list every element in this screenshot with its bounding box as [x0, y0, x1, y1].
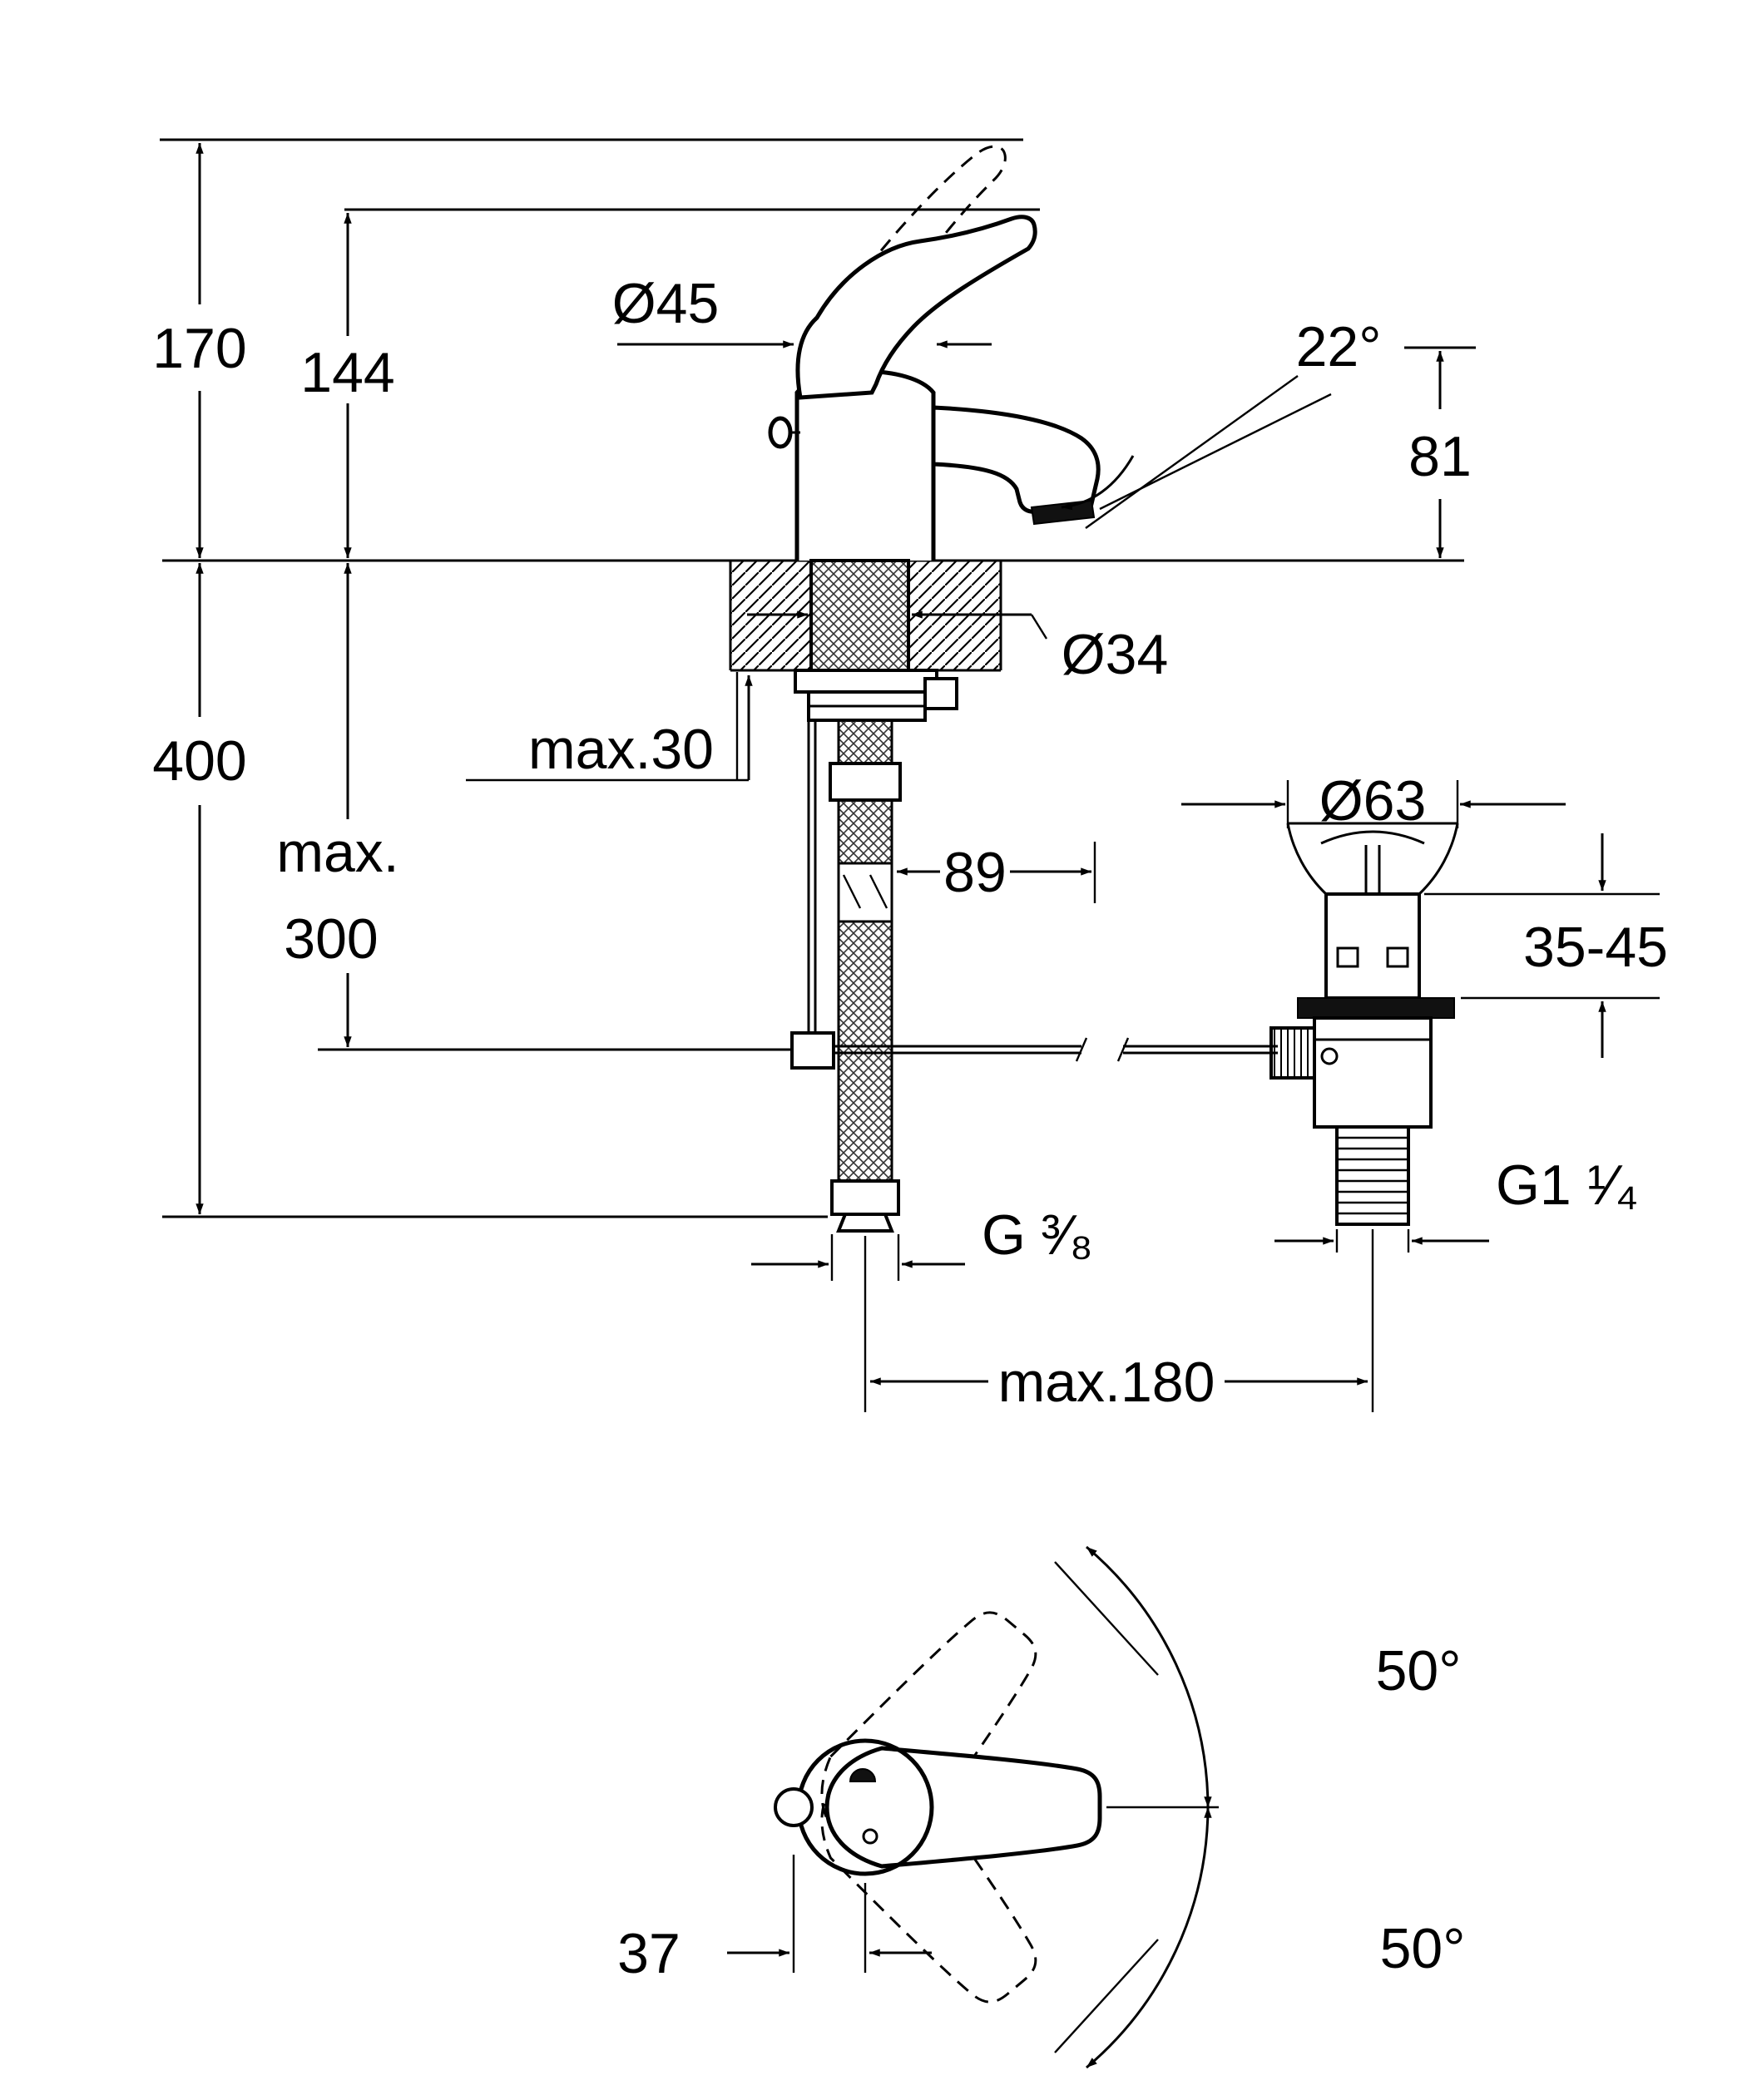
rod-drop-dim-label-line2: 300 — [284, 907, 378, 971]
pull-rod-pin — [774, 1787, 814, 1827]
rod-reach-dim-label: max.180 — [998, 1351, 1215, 1414]
waste-thread-dim-label: G1 ¹⁄₄ — [1496, 1154, 1638, 1217]
supply-thread-dim-label: G ³⁄₈ — [982, 1203, 1093, 1267]
body-diameter-dim-label: Ø45 — [612, 272, 720, 335]
mounting-shank — [809, 559, 910, 672]
total-height-dim-label: 170 — [152, 317, 246, 380]
drain-plug — [1320, 830, 1425, 845]
handle-screw-detail — [862, 1828, 878, 1845]
handle-ghost-up — [820, 1611, 1037, 1850]
spout-angle-dim-label: 22° — [1296, 315, 1382, 378]
handle-height-dim-label: 144 — [300, 341, 394, 404]
swivel-down-angle-label: 50° — [1380, 1917, 1466, 1980]
faucet-spout — [931, 405, 1101, 514]
pull-rod-knob — [768, 416, 793, 449]
faucet-body — [794, 369, 936, 561]
mounting-bracket — [923, 677, 958, 710]
waste-flange-diameter-dim-label: Ø63 — [1319, 769, 1427, 833]
drain-seal-flange — [1297, 997, 1455, 1019]
supply-hose — [829, 719, 902, 1233]
rod-ball-joint — [790, 1031, 835, 1070]
swivel-up-angle-label: 50° — [1376, 1639, 1462, 1702]
drain-assembly — [1286, 822, 1459, 1226]
thread-lines — [1337, 1136, 1408, 1215]
hole-diameter-dim-label: Ø34 — [1062, 623, 1169, 686]
mounting-washer — [794, 669, 938, 694]
faucet-handle — [795, 215, 1037, 400]
waste-depth-range-dim-label: 35-45 — [1523, 916, 1668, 979]
handle-top-view — [824, 1746, 1102, 1869]
drain-thread — [1335, 1125, 1410, 1226]
dimension-lines — [195, 142, 1660, 1412]
top-view-dimension-lines — [727, 1545, 1219, 2069]
center-offset-dim-label: 89 — [943, 841, 1007, 904]
handle-offset-dim-label: 37 — [617, 1922, 681, 1985]
side-view: 170 144 Ø45 22° 81 Ø34 max.30 400 max. 3… — [152, 138, 1668, 1414]
hose-drop-dim-label: 400 — [152, 729, 246, 793]
hose-connector — [829, 762, 902, 802]
spout-height-dim-label: 81 — [1408, 425, 1472, 488]
handle-ghost-down — [820, 1764, 1037, 2004]
hose-end-nut — [830, 1179, 900, 1216]
drain-upper-body — [1324, 892, 1421, 1000]
top-view: 50° 50° 37 — [617, 1545, 1466, 2069]
drain-lower-body — [1313, 1016, 1433, 1129]
deck-thickness-dim-label: max.30 — [528, 718, 714, 781]
hose-end-tip — [836, 1213, 894, 1233]
faucet — [768, 145, 1101, 722]
temp-indicator-mark — [849, 1768, 877, 1782]
rod-drop-dim-label-line1: max. — [276, 821, 398, 884]
